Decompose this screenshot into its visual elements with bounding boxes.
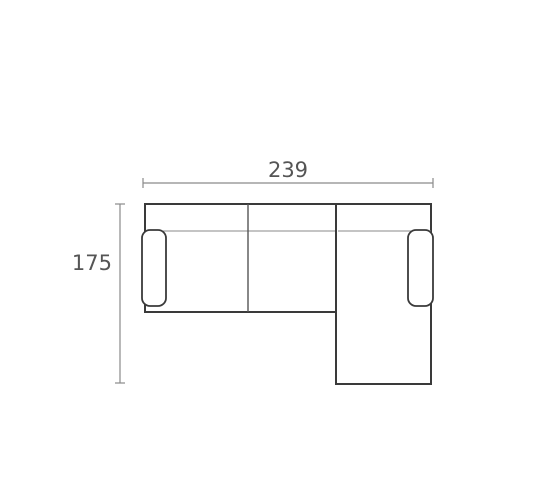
- sofa-main-section: [141, 203, 337, 313]
- width-dimension-label: 239: [268, 158, 308, 182]
- sofa-chaise-section: [335, 203, 434, 385]
- main-section-outline: [144, 203, 337, 313]
- left-armrest: [141, 229, 167, 307]
- depth-dimension: 175: [72, 203, 125, 384]
- right-armrest: [407, 229, 434, 307]
- width-dimension: 239: [142, 158, 434, 188]
- depth-dimension-label: 175: [72, 251, 112, 275]
